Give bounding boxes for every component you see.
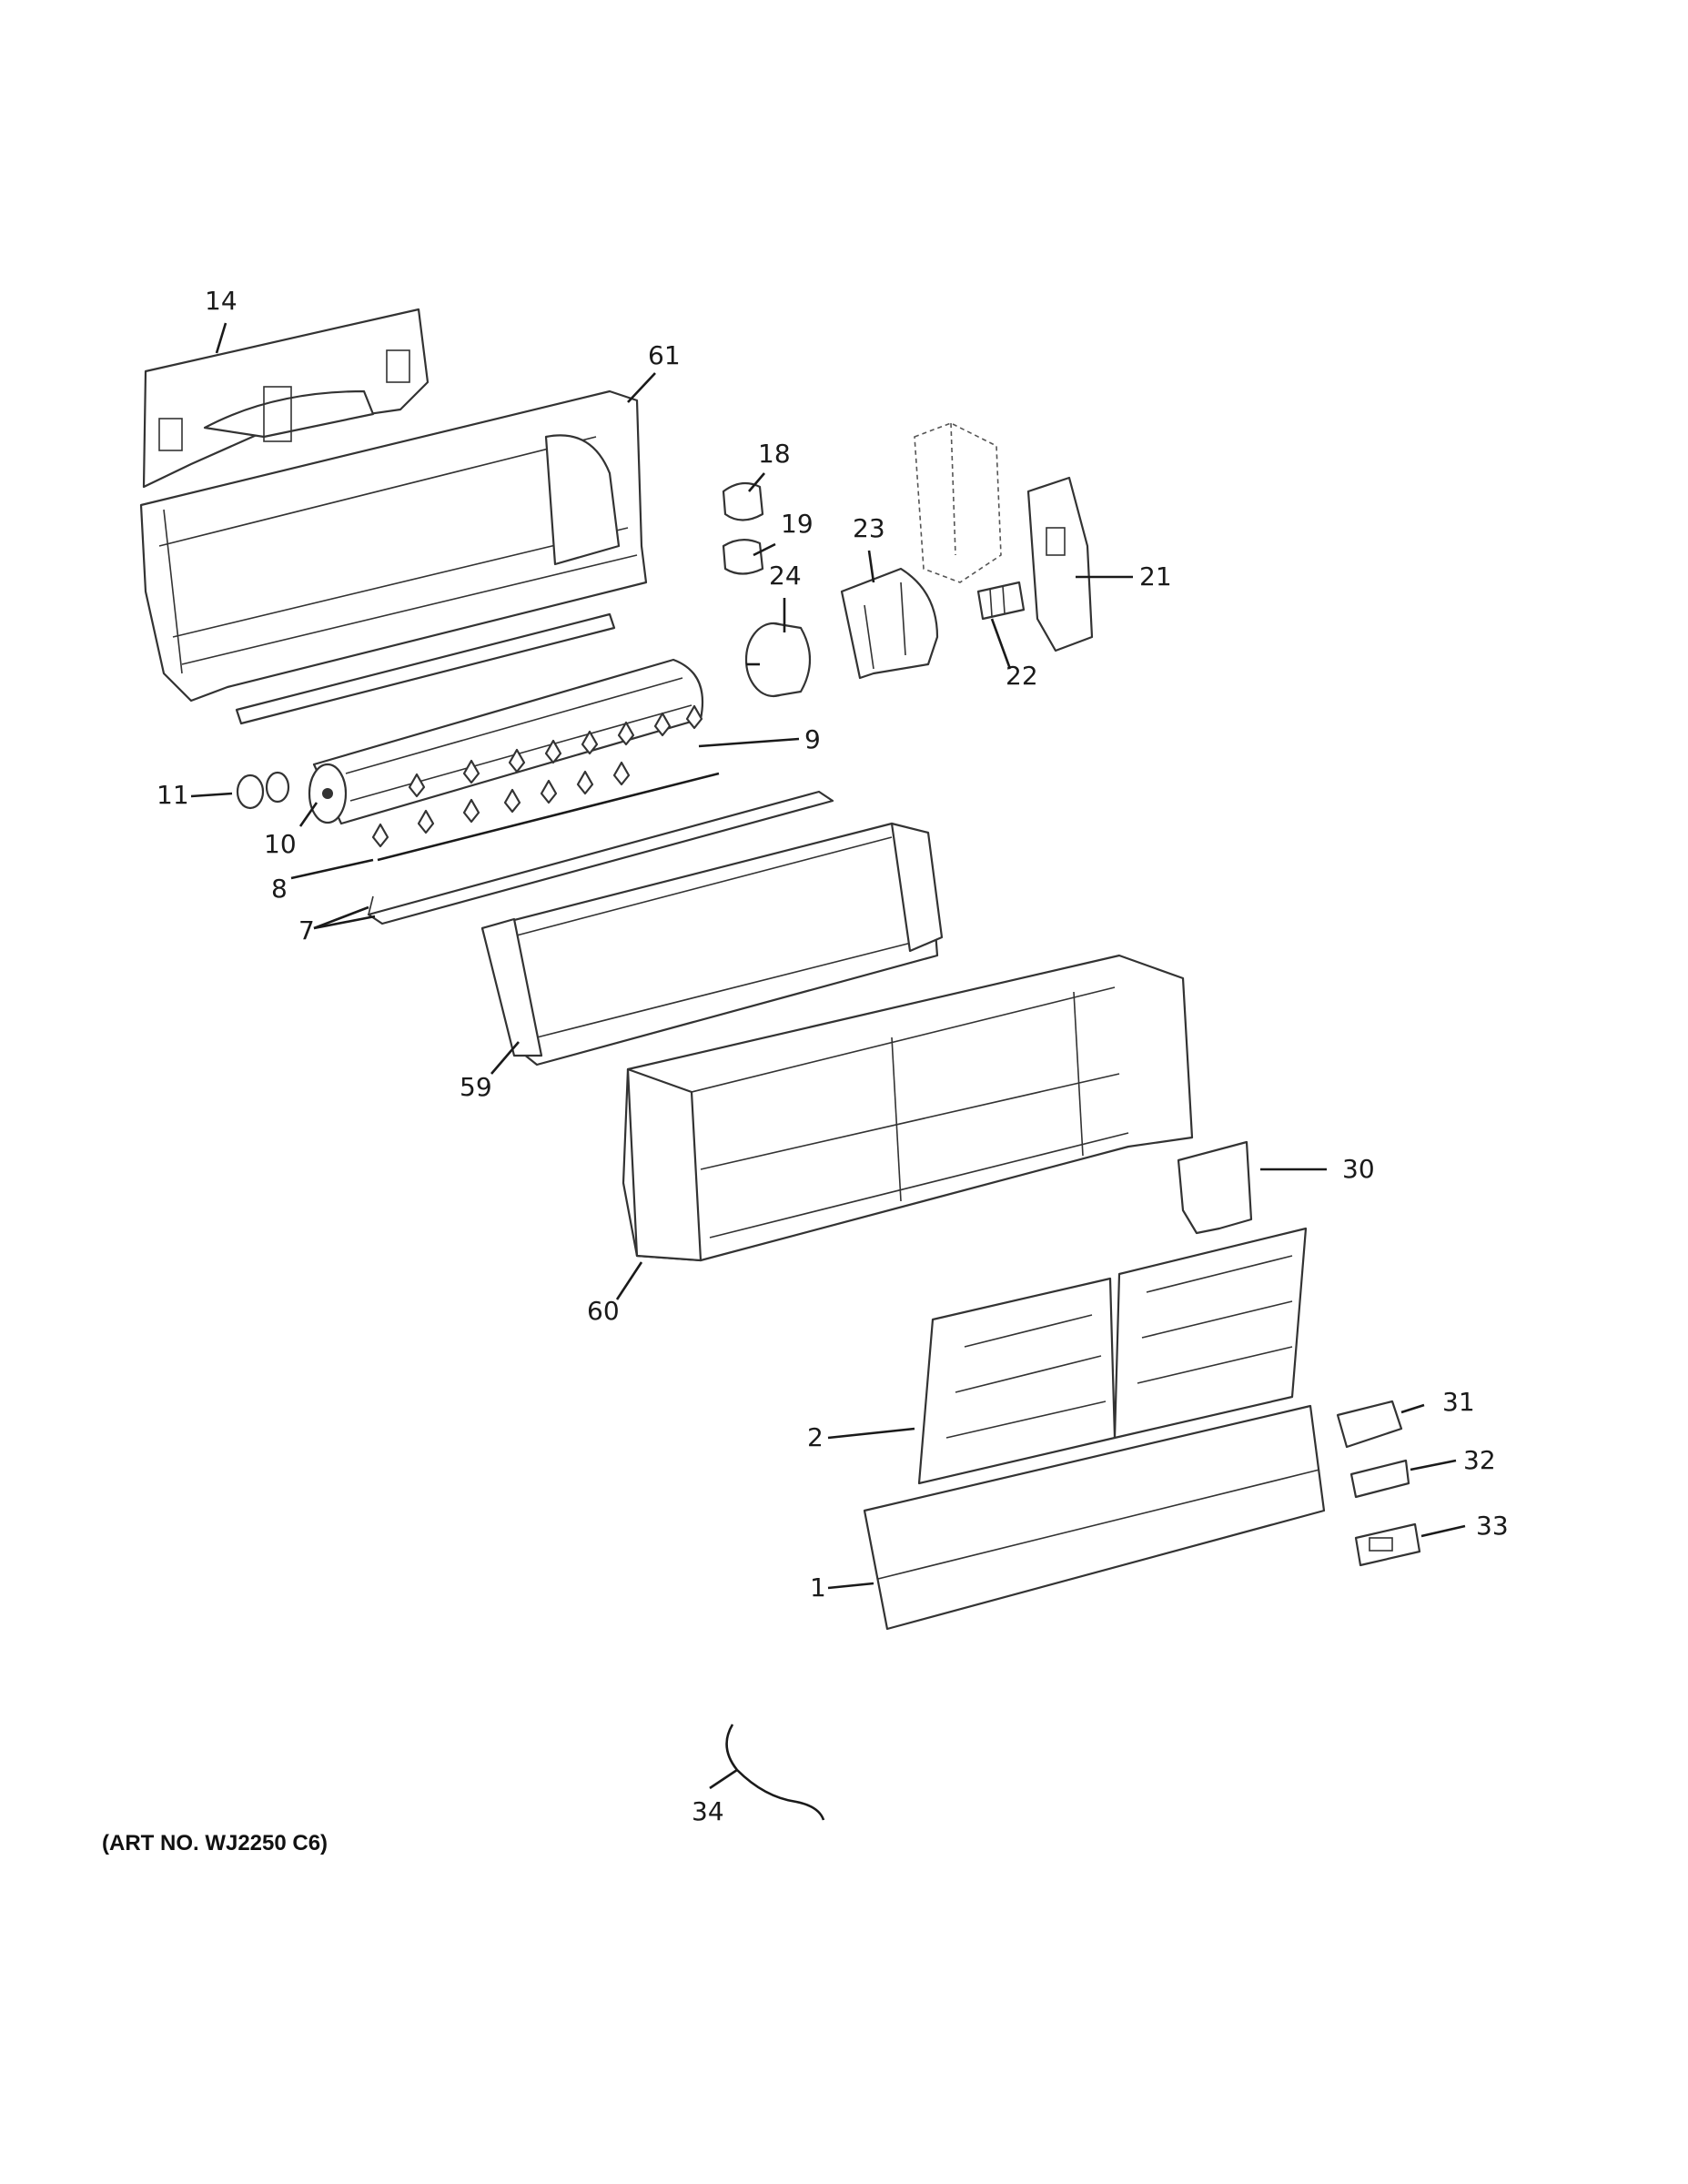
part-14-mounting-plate	[142, 308, 430, 489]
part-21-control-board	[1026, 476, 1094, 652]
callout-31: 31	[1442, 1387, 1475, 1417]
callout-24: 24	[769, 561, 802, 591]
callout-18: 18	[758, 439, 791, 469]
part-33-display-board	[1354, 1522, 1421, 1567]
part-34-sensor-wire	[725, 1724, 825, 1821]
callout-1: 1	[810, 1572, 826, 1603]
part-32-display-cover	[1349, 1459, 1410, 1499]
part-11-bearing-holder	[236, 771, 290, 810]
callout-33: 33	[1476, 1511, 1509, 1541]
part-61-chassis	[139, 389, 648, 703]
part-1-front-panel	[863, 1404, 1326, 1631]
drain-strip	[235, 612, 616, 725]
callout-2: 2	[807, 1422, 824, 1452]
callout-labels: 14 61 18 19 23 24 21 22 9 11 10 8 7 59 3…	[157, 286, 1509, 1826]
leader-lines	[190, 322, 1466, 1790]
callout-21: 21	[1139, 561, 1172, 592]
callout-34: 34	[692, 1796, 724, 1826]
part-22-terminal-block	[976, 581, 1026, 621]
callout-32: 32	[1463, 1445, 1496, 1475]
art-number: (ART NO. WJ2250 C6)	[102, 1831, 329, 1855]
part-9-louver-clips	[371, 704, 703, 848]
callout-10: 10	[264, 829, 297, 859]
callout-30: 30	[1342, 1154, 1375, 1184]
callout-8: 8	[271, 874, 288, 904]
callout-60: 60	[587, 1296, 620, 1326]
callout-19: 19	[781, 509, 814, 539]
callout-22: 22	[1006, 661, 1038, 691]
part-24-fan-motor	[744, 622, 811, 698]
part-23-motor-bracket	[840, 567, 939, 680]
callout-7: 7	[298, 915, 315, 945]
electrical-box-outline	[914, 422, 1002, 583]
callout-23: 23	[853, 513, 885, 543]
part-8-connecting-rod	[377, 772, 720, 862]
part-30-cover-plate	[1177, 1140, 1253, 1235]
callout-14: 14	[205, 286, 238, 316]
part-2-air-filters	[917, 1227, 1308, 1485]
callout-9: 9	[804, 724, 821, 754]
callout-59: 59	[460, 1072, 492, 1102]
callout-61: 61	[648, 340, 681, 370]
part-59-evaporator	[480, 822, 944, 1067]
part-60-front-frame	[622, 954, 1194, 1262]
part-31-display-housing	[1336, 1400, 1403, 1449]
part-18-bearing	[722, 481, 764, 521]
part-7-louver	[367, 790, 834, 925]
callout-11: 11	[157, 780, 189, 810]
part-19-bearing	[722, 539, 764, 575]
